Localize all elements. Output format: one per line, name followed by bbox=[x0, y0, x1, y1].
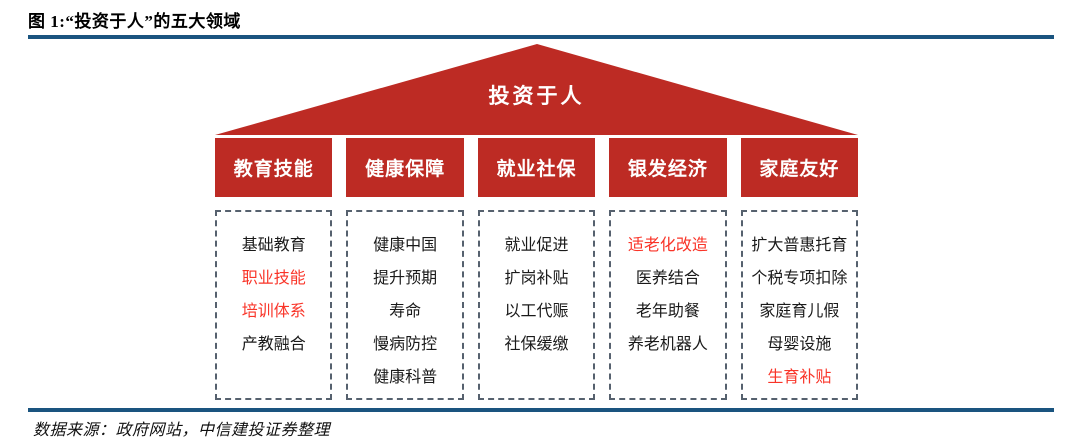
pillar-item: 母婴设施 bbox=[767, 336, 832, 353]
pillar-item: 提升预期 bbox=[373, 270, 438, 287]
pillar-item: 社保缓缴 bbox=[504, 336, 569, 353]
pillar-column: 银发经济 适老化改造医养结合老年助餐养老机器人 bbox=[609, 138, 727, 400]
pillar-item: 慢病防控 bbox=[373, 336, 438, 353]
pillar-item: 就业促进 bbox=[504, 237, 569, 254]
pillar-item: 健康中国 bbox=[373, 237, 438, 254]
pillar-header: 家庭友好 bbox=[740, 138, 859, 197]
pillar-item: 以工代赈 bbox=[504, 303, 569, 320]
pillar-item: 生育补贴 bbox=[767, 369, 832, 386]
pillar-item: 扩岗补贴 bbox=[504, 270, 569, 287]
pillar-item: 扩大普惠托育 bbox=[751, 237, 848, 254]
data-source-note: 数据来源：政府网站，中信建投证券整理 bbox=[33, 422, 331, 439]
pillar-item: 养老机器人 bbox=[627, 336, 708, 353]
pillar-item-list: 健康中国提升预期寿命慢病防控健康科普 bbox=[346, 210, 464, 400]
pillar-item: 基础教育 bbox=[241, 237, 306, 254]
pillar-item: 健康科普 bbox=[373, 369, 438, 386]
pillar-item-list: 适老化改造医养结合老年助餐养老机器人 bbox=[609, 210, 727, 400]
roof-triangle-icon bbox=[215, 44, 858, 135]
pillar-item: 产教融合 bbox=[241, 336, 306, 353]
top-divider-rule bbox=[28, 35, 1054, 39]
pillar-column: 教育技能 基础教育职业技能培训体系产教融合 bbox=[215, 138, 333, 400]
pillar-item: 寿命 bbox=[389, 303, 422, 320]
pillar-item: 培训体系 bbox=[241, 303, 306, 320]
pillar-column: 家庭友好 扩大普惠托育个税专项扣除家庭育儿假母婴设施生育补贴 bbox=[740, 138, 859, 400]
pillar-item-list: 扩大普惠托育个税专项扣除家庭育儿假母婴设施生育补贴 bbox=[740, 210, 859, 400]
pillar-item-list: 就业促进扩岗补贴以工代赈社保缓缴 bbox=[477, 210, 596, 400]
pillar-header: 就业社保 bbox=[477, 138, 596, 197]
pillar-item: 家庭育儿假 bbox=[759, 303, 840, 320]
pillar-item: 职业技能 bbox=[241, 270, 306, 287]
pillar-column: 就业社保 就业促进扩岗补贴以工代赈社保缓缴 bbox=[477, 138, 596, 400]
roof-label: 投资于人 bbox=[488, 85, 585, 108]
roof-shape: 投资于人 bbox=[215, 44, 858, 135]
pillar-item: 老年助餐 bbox=[635, 303, 700, 320]
pillar-columns: 教育技能 基础教育职业技能培训体系产教融合 健康保障 健康中国提升预期寿命慢病防… bbox=[215, 138, 859, 400]
bottom-divider-rule bbox=[28, 408, 1054, 412]
pillar-header: 教育技能 bbox=[215, 138, 333, 197]
pillar-item: 适老化改造 bbox=[627, 237, 708, 254]
pillar-header: 健康保障 bbox=[346, 138, 464, 197]
pillar-header: 银发经济 bbox=[609, 138, 727, 197]
pillar-column: 健康保障 健康中国提升预期寿命慢病防控健康科普 bbox=[346, 138, 464, 400]
pillar-item-list: 基础教育职业技能培训体系产教融合 bbox=[215, 210, 333, 400]
pillar-item: 个税专项扣除 bbox=[751, 270, 848, 287]
figure-title: 图 1:“投资于人”的五大领域 bbox=[28, 12, 241, 31]
pillar-item: 医养结合 bbox=[635, 270, 700, 287]
